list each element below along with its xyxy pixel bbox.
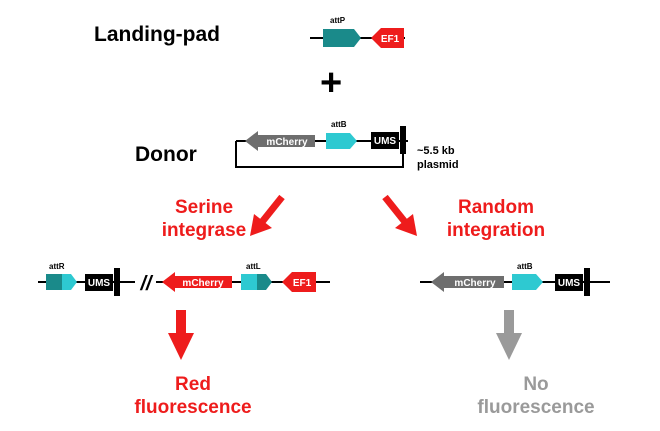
landing-pad-label: Landing-pad bbox=[94, 23, 220, 46]
attl-label: attL bbox=[246, 262, 261, 271]
serine-arrow-head bbox=[250, 214, 272, 236]
ums-integrated-box bbox=[85, 274, 113, 291]
random-line2: integration bbox=[446, 220, 546, 241]
attb-donor-label: attB bbox=[331, 120, 347, 129]
ef1-integrated-label: EF1 bbox=[293, 278, 312, 289]
attb-random-site bbox=[512, 274, 543, 290]
red-line2: fluorescence bbox=[134, 397, 252, 418]
ums-random-box bbox=[555, 274, 583, 291]
mcherry-donor-label: mCherry bbox=[266, 137, 308, 148]
ums-integrated-label: UMS bbox=[88, 278, 111, 289]
ef1-integrated-arrow bbox=[282, 272, 316, 292]
integrated-terminator bbox=[114, 268, 120, 296]
mcherry-grey-label: mCherry bbox=[454, 278, 496, 289]
attl-cyan-half bbox=[241, 274, 257, 290]
red-line1: Red bbox=[175, 374, 211, 395]
ums-random-label: UMS bbox=[558, 278, 581, 289]
serine-line1: Serine bbox=[174, 197, 234, 218]
serine-line2: integrase bbox=[161, 220, 247, 241]
donor-construct: mCherry attB UMS bbox=[235, 120, 408, 168]
donor-label: Donor bbox=[135, 143, 197, 166]
attr-cyan-half bbox=[62, 274, 77, 290]
serine-arrow bbox=[250, 194, 285, 236]
integrated-construct: attR UMS // mCherry attL EF1 bbox=[38, 262, 330, 296]
attr-label: attR bbox=[49, 262, 65, 271]
random-arrow-head bbox=[395, 214, 417, 236]
serine-integrase-label: Serine integrase bbox=[142, 196, 266, 242]
no-line1: No bbox=[523, 374, 549, 395]
grey-down-arrow bbox=[496, 310, 522, 360]
landing-pad-construct: attP EF1 bbox=[310, 16, 405, 48]
grey-down-head bbox=[496, 333, 522, 360]
plasmid-size-label: ~5.5 kb plasmid bbox=[417, 144, 459, 172]
ef1-promoter-arrow bbox=[371, 28, 404, 48]
random-integration-label: Random integration bbox=[426, 196, 566, 242]
mcherry-donor-arrow bbox=[245, 131, 315, 151]
attp-right-half bbox=[342, 29, 361, 47]
random-arrow bbox=[382, 194, 417, 236]
attb-donor-site bbox=[326, 133, 357, 149]
donor-terminator bbox=[400, 126, 406, 154]
random-arrow-shaft bbox=[382, 194, 408, 225]
mcherry-grey-arrow bbox=[431, 272, 504, 292]
sequence-break: // bbox=[139, 273, 154, 295]
red-down-arrow bbox=[168, 310, 194, 360]
serine-arrow-shaft bbox=[259, 194, 285, 225]
ums-donor-box bbox=[371, 132, 399, 149]
no-fluorescence-label: No fluorescence bbox=[466, 373, 606, 419]
mcherry-red-label: mCherry bbox=[182, 278, 224, 289]
red-down-head bbox=[168, 333, 194, 360]
no-line2: fluorescence bbox=[477, 397, 595, 418]
ef1-label-top: EF1 bbox=[381, 34, 400, 45]
mcherry-red-arrow bbox=[162, 272, 232, 292]
attl-teal-half bbox=[257, 274, 272, 290]
ums-donor-label: UMS bbox=[374, 136, 397, 147]
plasmid-word-text: plasmid bbox=[417, 159, 459, 171]
random-construct: mCherry attB UMS bbox=[420, 262, 610, 296]
plus-sign: + bbox=[320, 62, 343, 104]
red-down-shaft bbox=[176, 310, 186, 334]
attb-random-label: attB bbox=[517, 262, 533, 271]
random-line1: Random bbox=[458, 197, 534, 218]
attp-label: attP bbox=[330, 16, 346, 25]
plasmid-size-text: ~5.5 kb bbox=[417, 145, 455, 157]
random-terminator bbox=[584, 268, 590, 296]
grey-down-shaft bbox=[504, 310, 514, 334]
attp-left-half bbox=[323, 29, 342, 47]
attr-teal-half bbox=[46, 274, 62, 290]
red-fluorescence-label: Red fluorescence bbox=[123, 373, 263, 419]
